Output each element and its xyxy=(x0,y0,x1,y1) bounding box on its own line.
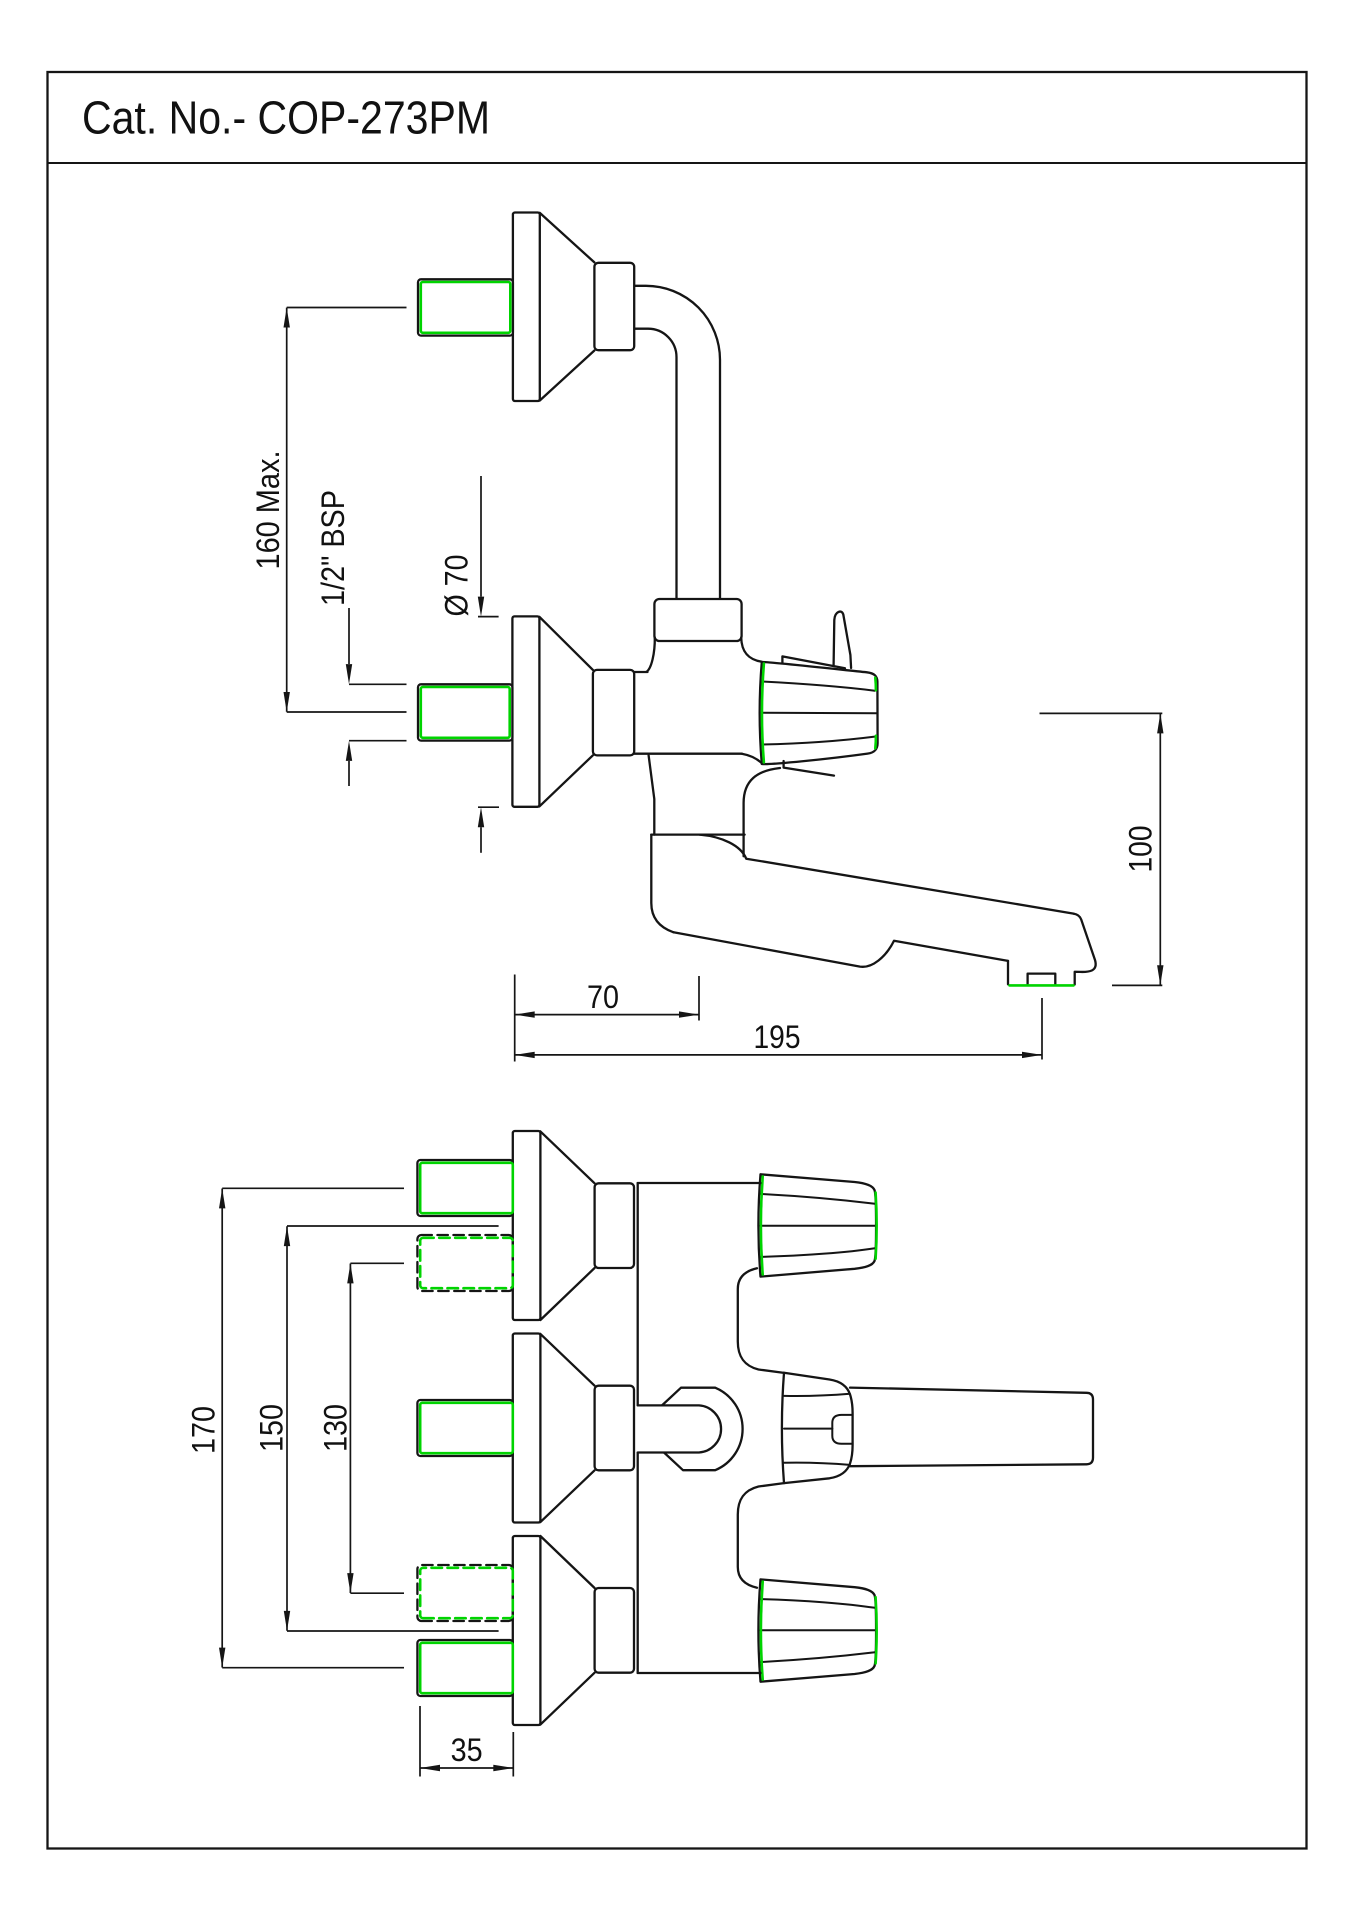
svg-text:Cat. No.- COP-273PM: Cat. No.- COP-273PM xyxy=(82,92,490,144)
svg-text:130: 130 xyxy=(318,1404,354,1452)
svg-text:Ø 70: Ø 70 xyxy=(439,555,475,617)
svg-text:1/2" BSP: 1/2" BSP xyxy=(315,490,351,606)
svg-text:100: 100 xyxy=(1123,826,1159,873)
svg-text:170: 170 xyxy=(186,1406,222,1454)
svg-text:195: 195 xyxy=(754,1019,801,1055)
svg-text:35: 35 xyxy=(451,1732,483,1768)
svg-text:150: 150 xyxy=(254,1404,290,1452)
svg-text:70: 70 xyxy=(587,979,619,1015)
svg-text:160 Max.: 160 Max. xyxy=(250,451,286,570)
